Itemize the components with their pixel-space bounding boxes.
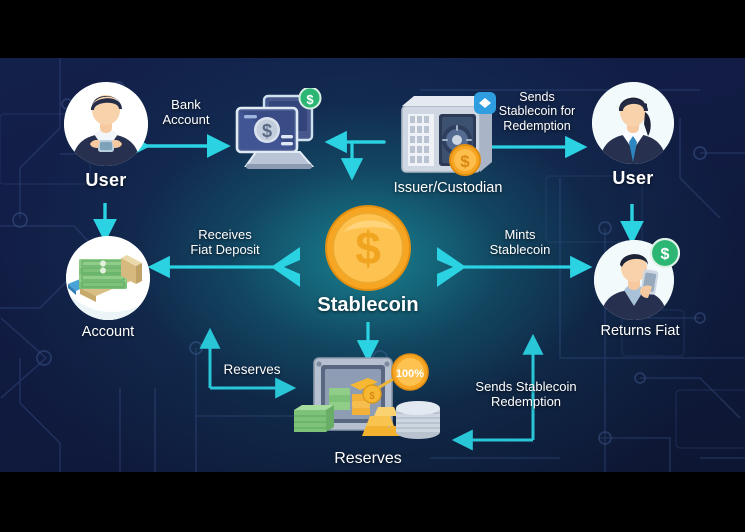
node-reserves[interactable]: $ bbox=[292, 350, 444, 468]
svg-text:$: $ bbox=[262, 121, 272, 141]
arrow-receives-fiat-deposit bbox=[147, 247, 300, 287]
node-user-right[interactable]: User bbox=[590, 82, 676, 206]
edge-label-reserves: Reserves bbox=[223, 362, 281, 377]
node-bank-laptop[interactable]: $ $ bbox=[228, 86, 328, 176]
node-returns-fiat[interactable]: $ Returns Fiat bbox=[590, 237, 690, 360]
edge-label-bank-account: Bank Account bbox=[162, 97, 210, 127]
arrow-issuer-to-bank-and-coin bbox=[324, 130, 386, 181]
svg-text:$: $ bbox=[661, 246, 670, 263]
svg-text:$: $ bbox=[369, 391, 375, 402]
diagram-scene: User $ bbox=[0, 58, 745, 472]
node-label-stablecoin: Stablecoin bbox=[317, 294, 419, 316]
node-label-user-right: User bbox=[612, 168, 654, 188]
letterbox-bar-bottom bbox=[0, 472, 745, 532]
svg-text:$: $ bbox=[306, 92, 314, 107]
letterbox-bar-top bbox=[0, 0, 745, 58]
node-label-reserves: Reserves bbox=[334, 450, 402, 467]
svg-text:$: $ bbox=[355, 222, 381, 274]
user-avatar-male-phone-icon bbox=[64, 82, 148, 166]
cash-stack-icon bbox=[66, 236, 150, 320]
green-dollar-badge-icon: $ bbox=[649, 237, 681, 273]
edge-label-sends-stablecoin-for-redemption: Sends Stablecoin for Redemption bbox=[498, 90, 576, 133]
node-stablecoin[interactable]: $ Stablecoin bbox=[317, 202, 419, 320]
svg-text:$: $ bbox=[460, 152, 470, 171]
laptop-bank-dollar-icon: $ $ bbox=[228, 86, 328, 176]
arrow-sends-stablecoin-redemption bbox=[451, 333, 544, 451]
circuit-background-pattern bbox=[0, 58, 745, 472]
edge-label-receives-fiat-deposit: Receives Fiat Deposit bbox=[190, 227, 260, 257]
node-account[interactable]: Account bbox=[63, 236, 153, 358]
node-label-issuer: Issuer/Custodian bbox=[393, 180, 503, 196]
gold-dollar-coin-icon: $ bbox=[322, 202, 414, 294]
bank-vault-safe-icon: $ bbox=[396, 90, 500, 180]
edge-label-sends-stablecoin-redemption: Sends Stablecoin Redemption bbox=[475, 379, 577, 409]
user-avatar-female-icon bbox=[592, 82, 674, 164]
edge-label-mints-stablecoin: Mints Stablecoin bbox=[489, 227, 551, 257]
arrow-mints-stablecoin bbox=[437, 247, 593, 287]
node-label-returns-fiat: Returns Fiat bbox=[600, 323, 680, 339]
node-label-account: Account bbox=[81, 324, 135, 340]
reserves-badge: 100% bbox=[377, 353, 429, 391]
node-label-user-left: User bbox=[85, 170, 127, 190]
node-user-left[interactable]: User bbox=[62, 82, 150, 206]
flow-arrows bbox=[93, 130, 644, 451]
node-issuer-custodian[interactable]: $ Issuer/Custodian bbox=[393, 90, 503, 210]
arrow-reserves bbox=[199, 327, 297, 399]
vault-reserves-gold-cash-icon: $ bbox=[292, 350, 444, 450]
reserves-badge-text: 100% bbox=[396, 368, 424, 380]
